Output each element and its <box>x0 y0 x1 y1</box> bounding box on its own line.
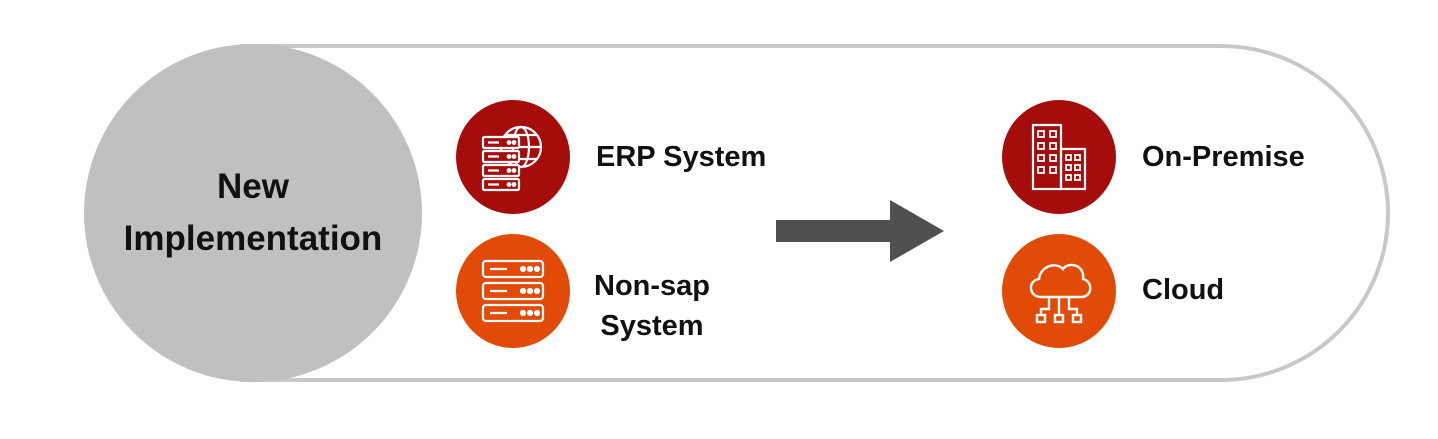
erp-system-label: ERP System <box>596 141 767 173</box>
center-title-line1: New <box>217 167 289 206</box>
on-premise-label: On-Premise <box>1142 141 1305 173</box>
cloud-network-icon <box>1029 263 1092 324</box>
non-sap-label-line2: System <box>600 310 704 342</box>
on-premise-badge <box>1002 100 1116 214</box>
center-title: New Implementation <box>124 161 383 265</box>
server-stack-icon <box>481 259 545 323</box>
center-title-line2: Implementation <box>123 219 383 258</box>
erp-system-badge <box>456 100 570 214</box>
non-sap-label-line1: Non-sap <box>594 270 710 302</box>
buildings-icon <box>1031 123 1087 191</box>
cloud-label: Cloud <box>1142 274 1225 306</box>
process-outline <box>240 44 1390 382</box>
non-sap-system-label: Non-sap System <box>594 266 710 346</box>
right-arrow-icon <box>776 200 944 262</box>
new-implementation-circle: New Implementation <box>84 44 422 382</box>
non-sap-system-badge <box>456 234 570 348</box>
server-globe-icon <box>481 125 543 192</box>
cloud-badge <box>1002 234 1116 348</box>
